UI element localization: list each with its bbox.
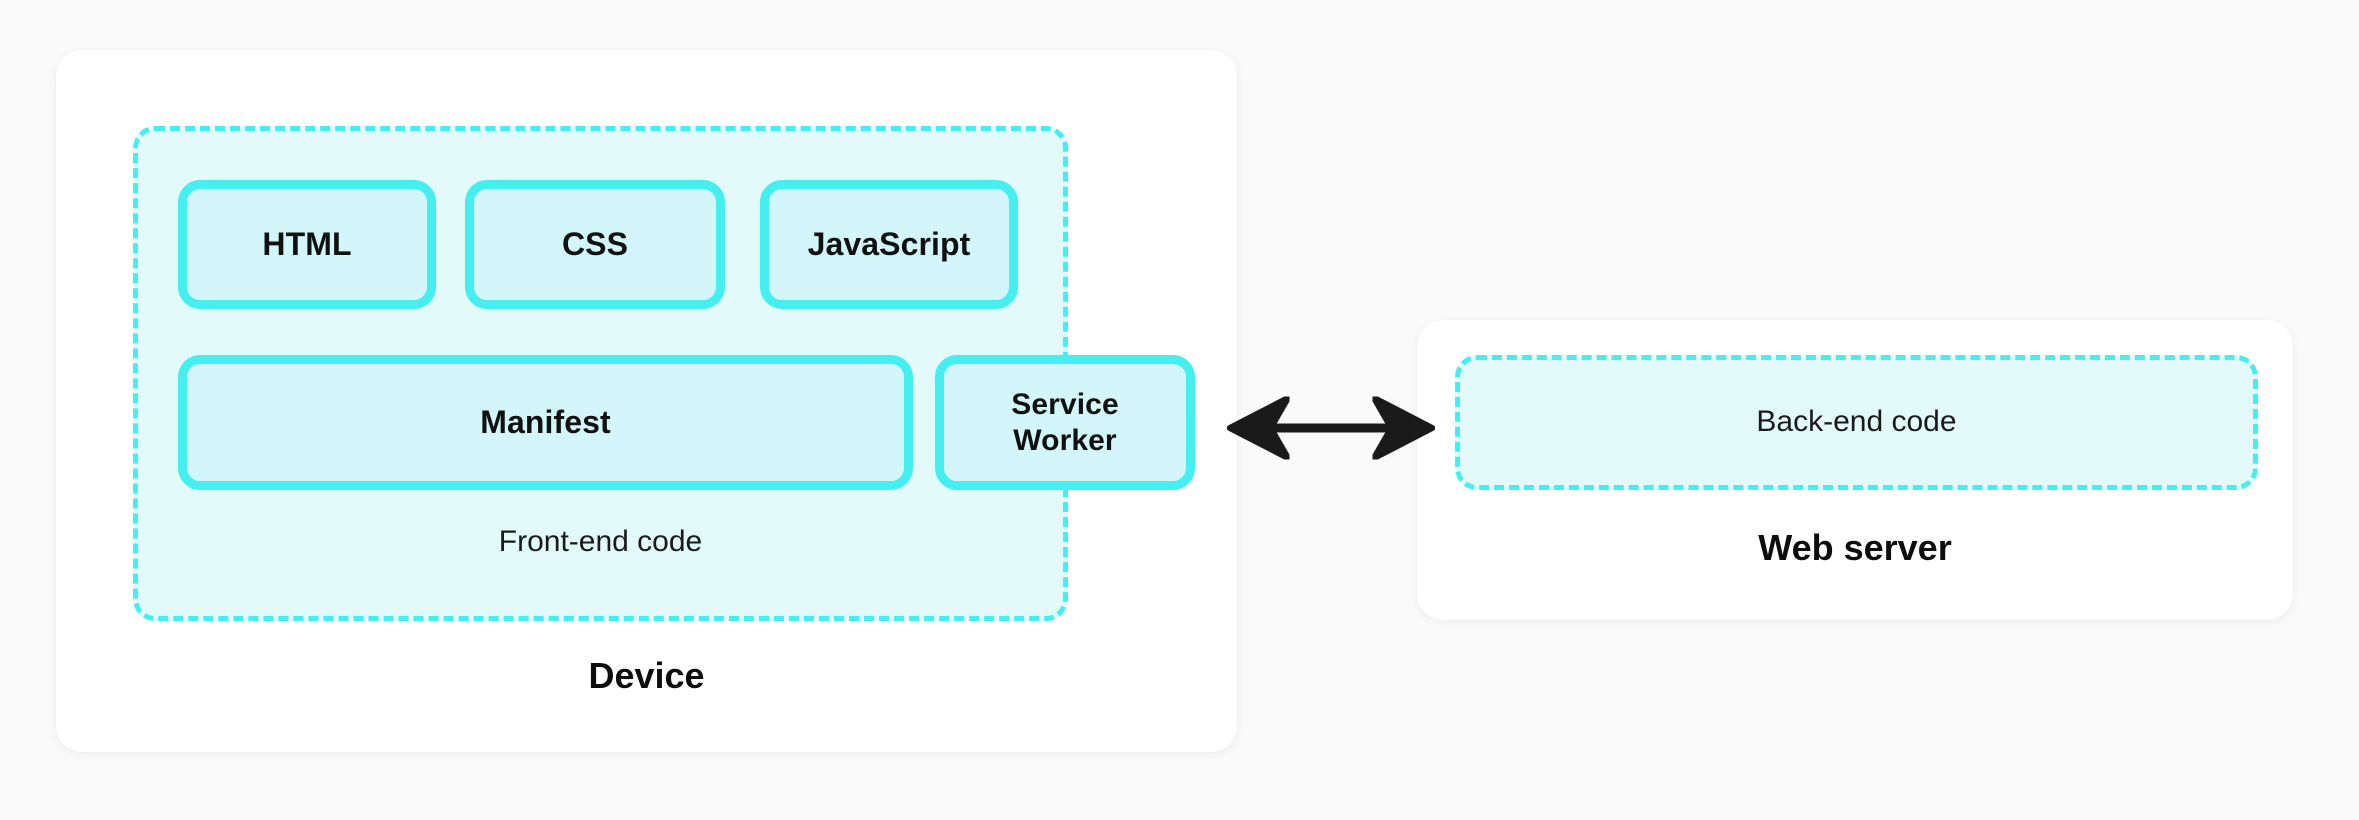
tech-box-manifest: Manifest: [178, 355, 913, 490]
backend-code-caption: Back-end code: [1756, 405, 1957, 438]
tech-box-javascript-label: JavaScript: [807, 226, 971, 263]
tech-box-css: CSS: [465, 180, 725, 309]
backend-code-region: [1455, 355, 2258, 490]
web-server-card-title: Web server: [1758, 527, 1952, 568]
tech-box-css-label: CSS: [561, 226, 629, 263]
tech-box-javascript: JavaScript: [760, 180, 1018, 309]
frontend-code-caption: Front-end code: [498, 525, 703, 558]
tech-box-html: HTML: [178, 180, 436, 309]
tech-box-service-worker: Service Worker: [935, 355, 1195, 490]
tech-box-html-label: HTML: [262, 226, 352, 263]
double-headed-arrow-icon: [1221, 392, 1441, 464]
tech-box-manifest-label: Manifest: [480, 404, 611, 441]
service-worker-line-2: Worker: [1013, 423, 1117, 457]
device-card-title: Device: [588, 655, 705, 696]
service-worker-line-1: Service: [1011, 387, 1119, 421]
tech-box-service-worker-label: Service Worker: [1011, 387, 1118, 459]
